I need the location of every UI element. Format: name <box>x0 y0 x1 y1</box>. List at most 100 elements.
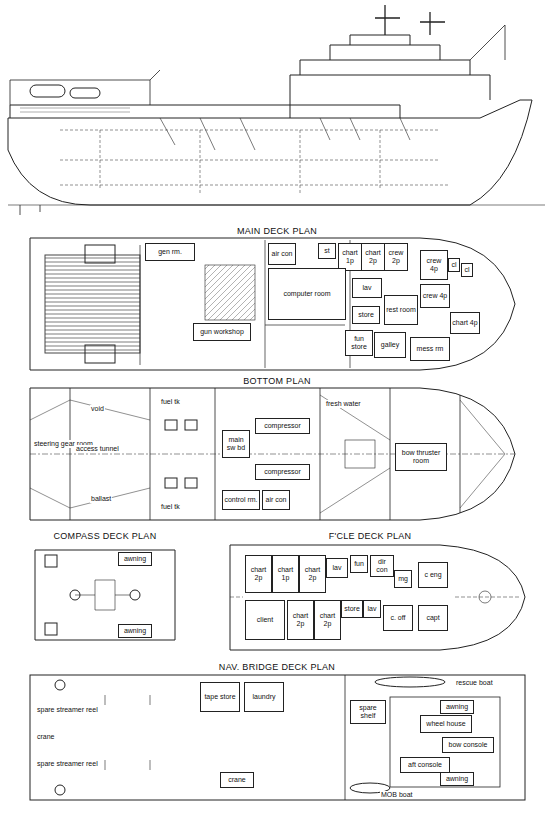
room-name: chart 4p <box>451 318 478 328</box>
room-box: control rm. <box>222 490 260 510</box>
room-box: dir con <box>370 555 394 577</box>
room-name: cl <box>450 260 457 270</box>
compass-deck-plan <box>35 550 175 640</box>
main-deck-plan <box>30 238 515 370</box>
room-name: tape store <box>203 692 236 702</box>
room-name: gun workshop <box>199 327 245 337</box>
room-box: compressor <box>255 464 310 480</box>
room-name: c eng <box>423 570 442 580</box>
room-box: capt <box>418 605 448 631</box>
room-box: store <box>352 306 380 324</box>
plan-title: F'CLE DECK PLAN <box>328 532 413 542</box>
room-box: mess rm <box>410 337 450 361</box>
room-name: air con <box>264 495 287 505</box>
room-box: cl <box>461 263 473 277</box>
room-box: galley <box>374 332 406 358</box>
room-box: chart 2p <box>287 600 314 640</box>
room-name: mess rm <box>416 344 445 354</box>
room-name: awning <box>123 626 147 636</box>
room-name: fun store <box>346 334 372 351</box>
room-box: crane <box>220 772 254 788</box>
room-name: galley <box>380 340 400 350</box>
area-label: access tunnel <box>75 445 120 453</box>
plan-title: COMPASS DECK PLAN <box>53 532 158 542</box>
room-name: chart 2p <box>300 565 325 582</box>
room-box: gen rm. <box>145 243 195 261</box>
room-name: compressor <box>263 467 302 477</box>
room-name: chart 2p <box>288 611 313 628</box>
room-box: aft console <box>400 757 450 773</box>
room-box: fun store <box>345 330 373 356</box>
room-name: cl <box>463 265 470 275</box>
room-box: bow console <box>442 737 494 753</box>
room-name: crew 4p <box>421 256 447 273</box>
room-name: gen rm. <box>157 247 183 257</box>
room-name: laundry <box>252 692 277 702</box>
nav-bridge-deck-plan <box>30 675 525 800</box>
area-label: crane <box>36 733 56 741</box>
room-name: capt <box>425 613 440 623</box>
plan-title: BOTTOM PLAN <box>242 377 312 387</box>
room-box: chart 2p <box>314 600 341 640</box>
room-box: awning <box>440 700 474 714</box>
area-label: void <box>90 405 105 413</box>
room-name: lav <box>362 283 373 293</box>
room-box: chart 2p <box>245 555 272 593</box>
room-box: awning <box>118 552 152 566</box>
room-name: chart 1p <box>273 565 298 582</box>
room-name: chart 2p <box>315 611 340 628</box>
room-box: c eng <box>418 562 448 588</box>
room-box: store <box>341 600 363 618</box>
room-box: computer room <box>268 268 346 320</box>
room-box: awning <box>118 624 152 638</box>
room-name: aft console <box>407 760 443 770</box>
room-name: fun <box>353 559 365 569</box>
room-box: air con <box>268 243 296 265</box>
room-name: main sw bd <box>223 435 249 452</box>
area-label: spare streamer reel <box>36 706 99 714</box>
room-name: store <box>343 604 361 614</box>
room-box: chart 2p <box>299 555 326 593</box>
room-box: tape store <box>200 682 240 712</box>
room-name: client <box>256 615 274 625</box>
room-name: lav <box>367 604 378 614</box>
room-name: chart 1p <box>339 248 361 265</box>
room-name: chart 2p <box>246 565 271 582</box>
room-box: fun <box>350 555 368 573</box>
plan-title: NAV. BRIDGE DECK PLAN <box>218 663 336 673</box>
room-name: bow console <box>448 740 489 750</box>
room-name: lav <box>332 563 343 573</box>
room-name: store <box>357 310 375 320</box>
room-box: laundry <box>244 682 284 712</box>
room-box: bow thruster room <box>395 443 447 471</box>
room-box: compressor <box>255 418 310 434</box>
room-name: chart 2p <box>362 248 384 265</box>
room-box: chart 1p <box>338 243 362 271</box>
plan-title: MAIN DECK PLAN <box>236 227 318 237</box>
bottom-plan <box>30 388 515 520</box>
room-box: awning <box>440 772 474 786</box>
fcle-deck-plan <box>230 545 525 650</box>
room-name: crane <box>227 775 247 785</box>
room-box: air con <box>262 490 290 510</box>
room-box: chart 2p <box>361 243 385 271</box>
room-name: dir con <box>371 557 393 574</box>
room-name: bow thruster room <box>396 448 446 465</box>
room-name: compressor <box>263 421 302 431</box>
room-box: st <box>318 243 336 259</box>
room-box: wheel house <box>420 715 472 733</box>
room-name: awning <box>445 702 469 712</box>
room-box: client <box>245 600 285 640</box>
room-box: gun workshop <box>193 323 251 341</box>
room-box: c. off <box>383 605 413 631</box>
area-label: fuel tk <box>160 398 181 406</box>
area-label: ballast <box>90 495 112 503</box>
room-name: air con <box>270 249 293 259</box>
room-name: c. off <box>389 613 406 623</box>
room-box: crew 4p <box>420 284 450 308</box>
room-box: cl <box>448 258 460 272</box>
room-name: mg <box>397 574 409 584</box>
room-box: chart 4p <box>450 312 480 334</box>
room-box: crew 4p <box>420 250 448 280</box>
room-box: main sw bd <box>222 430 250 458</box>
